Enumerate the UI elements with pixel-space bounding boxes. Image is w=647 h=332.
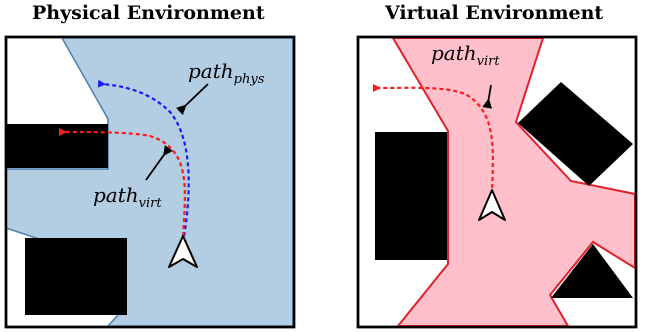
user-arrowhead-icon-virtual: [478, 189, 506, 221]
path-phys-pointer: [175, 83, 209, 116]
physical-obstacle-bottom: [25, 238, 127, 315]
path-virt-curve-virtual: [372, 84, 494, 196]
path-phys-label: pathphys: [188, 59, 265, 87]
physical-environment-title: Physical Environment: [32, 2, 265, 24]
path-virt-curve-physical: [58, 127, 186, 244]
path-phys-curve: [97, 79, 190, 244]
physical-environment-panel: pathphys pathvirt: [4, 35, 296, 329]
path-virt-label-physical: pathvirt: [93, 183, 162, 211]
physical-obstacle-left: [6, 124, 108, 168]
virtual-obstacle-left: [375, 132, 447, 260]
virtual-obstacle-diamond: [518, 82, 633, 186]
user-arrowhead-icon-physical: [168, 235, 198, 268]
virtual-environment-panel: pathvirt: [356, 35, 638, 329]
virtual-environment-title: Virtual Environment: [385, 2, 604, 24]
virtual-walkable-area: [391, 37, 636, 327]
virtual-obstacle-triangle: [551, 244, 633, 298]
path-virt-pointer-physical: [145, 145, 173, 181]
path-virt-pointer-virtual: [482, 84, 493, 109]
path-virt-label-virtual: pathvirt: [431, 41, 500, 69]
